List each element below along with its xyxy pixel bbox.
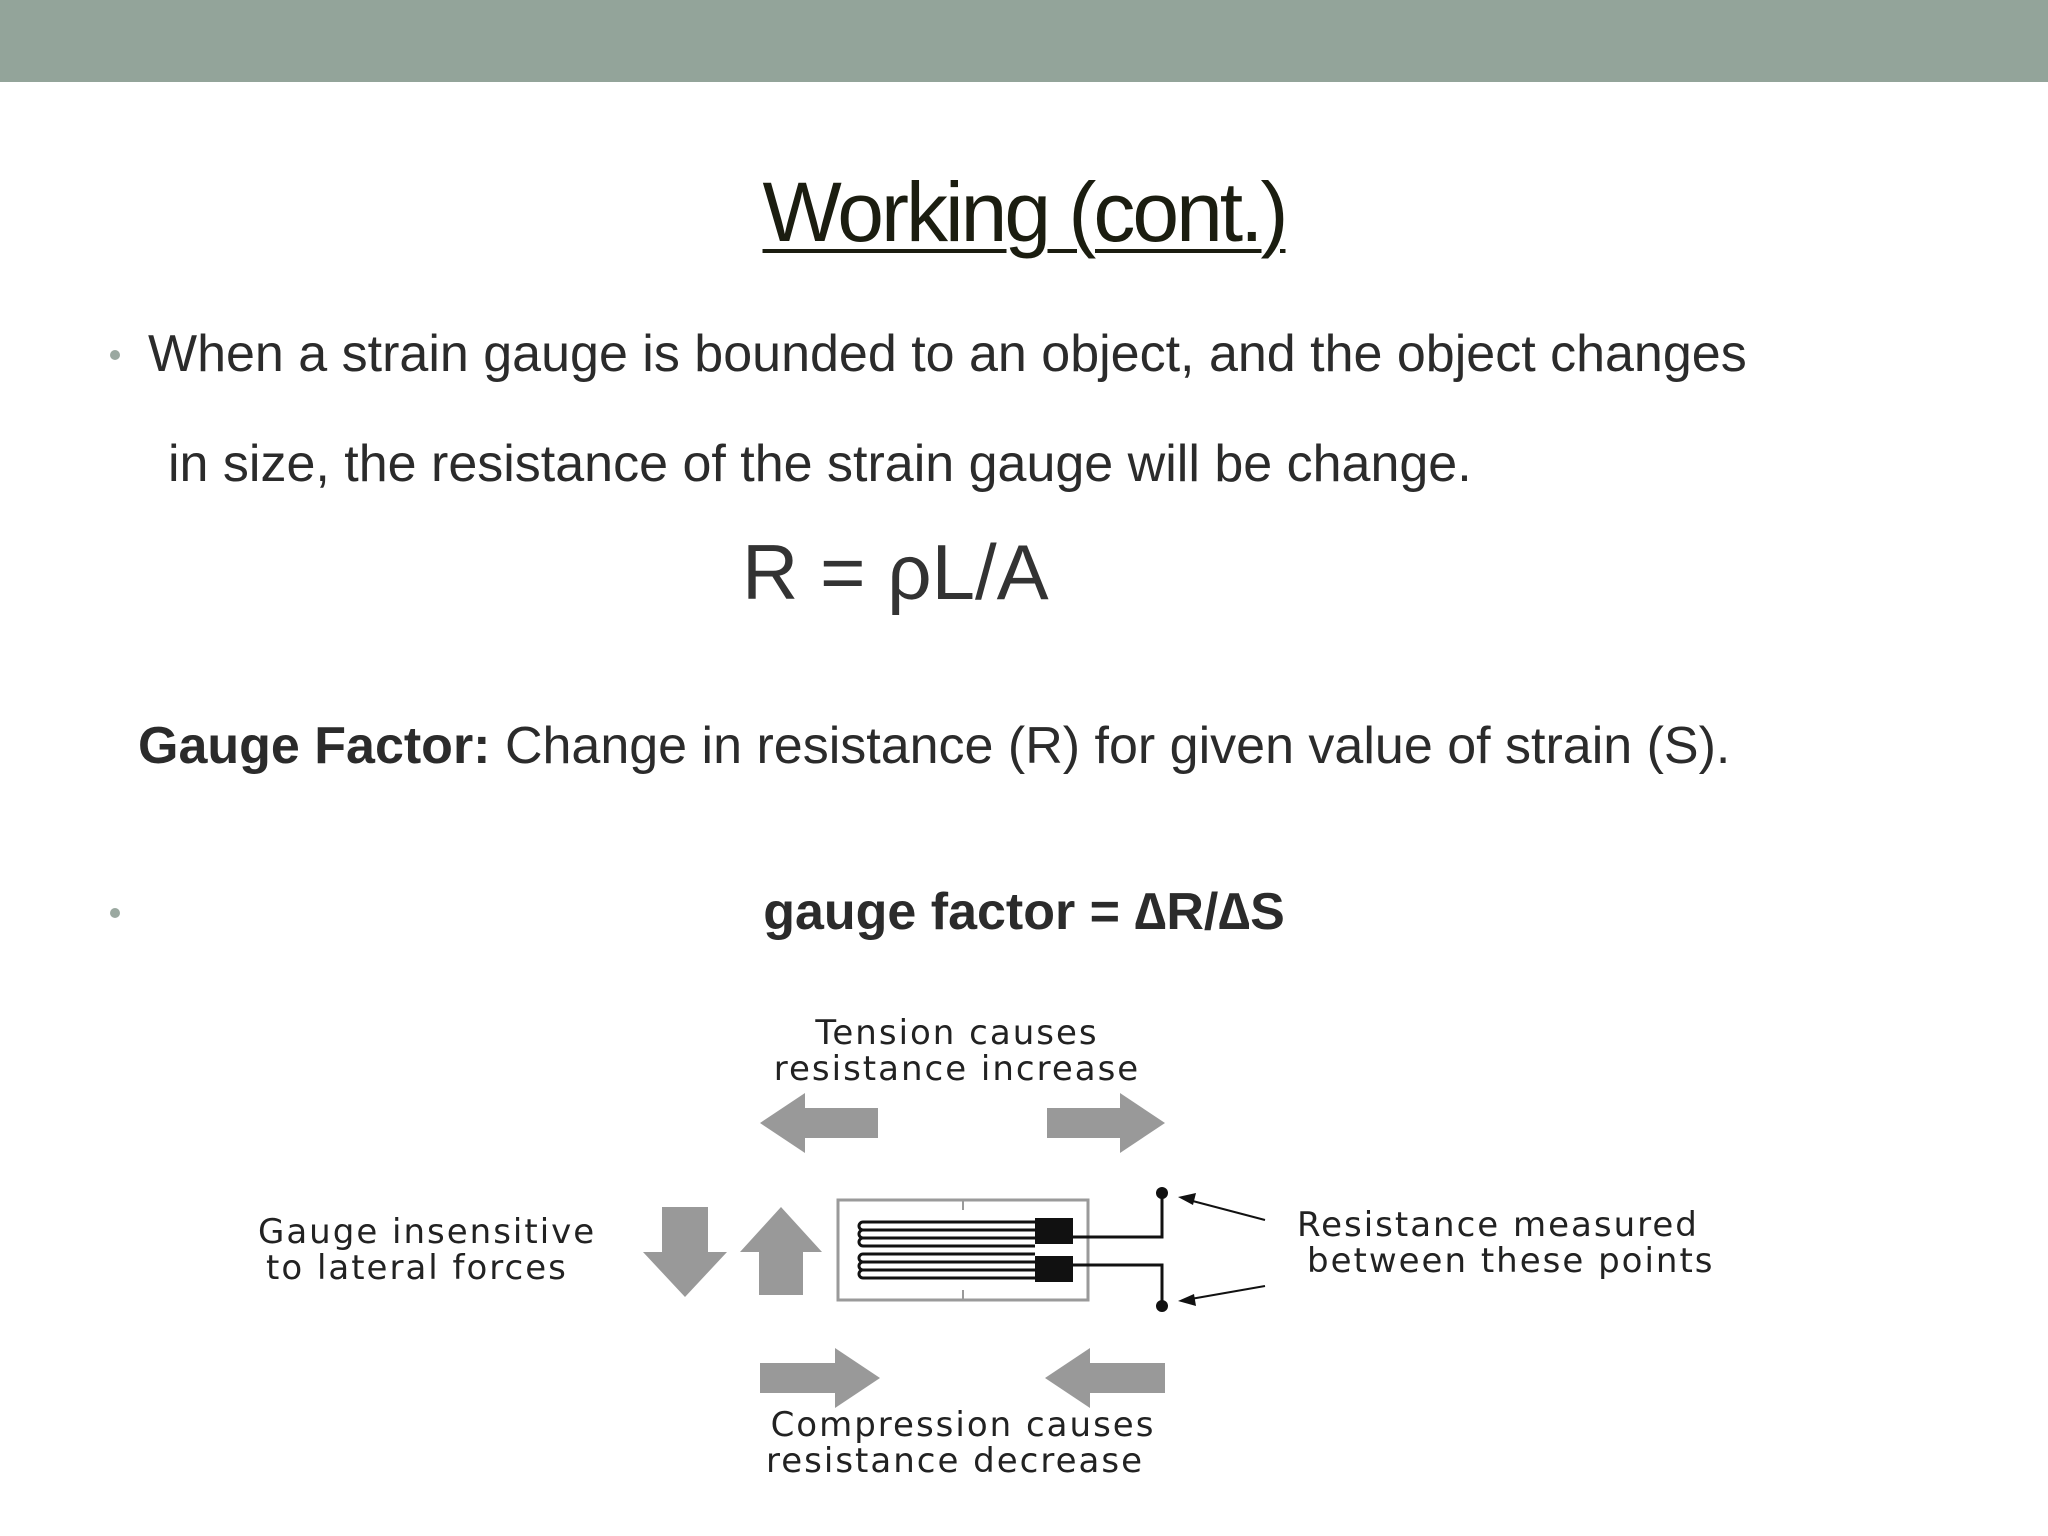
compression-label-line1: Compression causes (771, 1405, 1156, 1445)
tension-arrow-right-icon (1047, 1093, 1165, 1153)
top-accent-bar (0, 0, 2048, 82)
gauge-factor-formula: gauge factor = ∆R/∆S (763, 883, 1285, 941)
gauge-factor-definition: Gauge Factor: Change in resistance (R) f… (138, 720, 1730, 772)
bullet1-line1: When a strain gauge is bounded to an obj… (148, 325, 1747, 383)
lateral-arrow-up-icon (740, 1207, 822, 1295)
measure-label-line1: Resistance measured (1297, 1205, 1699, 1245)
gauge-factor-text: Change in resistance (R) for given value… (490, 717, 1731, 775)
measurement-pointer-icon (1178, 1193, 1266, 1306)
resistance-formula: R = ρL/A (742, 528, 1049, 616)
slide-title: Working (cont.) (0, 170, 2048, 254)
strain-gauge-element (836, 1187, 1168, 1312)
compression-arrow-left-icon (1045, 1348, 1165, 1408)
tension-arrow-left-icon (760, 1093, 878, 1153)
lateral-label-line1: Gauge insensitive (258, 1212, 596, 1252)
lateral-arrow-down-icon (643, 1207, 727, 1297)
measure-label-line2: between these points (1307, 1241, 1715, 1281)
gauge-factor-label: Gauge Factor: (138, 717, 491, 775)
lateral-label-line2: to lateral forces (266, 1248, 568, 1288)
compression-arrow-right-icon (760, 1348, 880, 1408)
bullet-dot-2 (110, 908, 120, 918)
bullet-dot (110, 350, 120, 360)
slide-title-text: Working (cont.) (762, 165, 1289, 259)
bullet1-line2: in size, the resistance of the strain ga… (168, 435, 1472, 493)
compression-label-line2: resistance decrease (766, 1441, 1144, 1481)
tension-label-line1: Tension causes (814, 1013, 1098, 1053)
tension-label-line2: resistance increase (774, 1049, 1140, 1089)
